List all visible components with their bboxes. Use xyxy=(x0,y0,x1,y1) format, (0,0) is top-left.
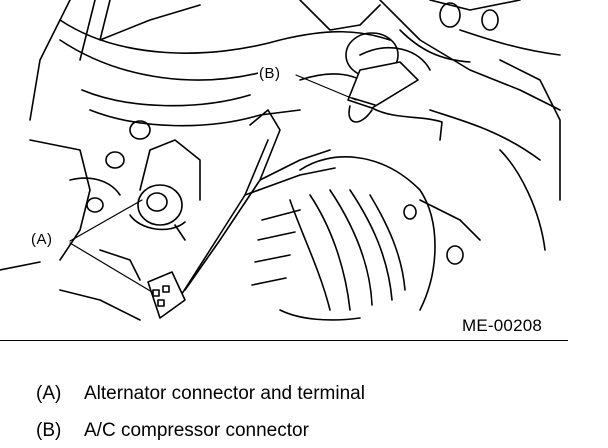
legend-key: (A) xyxy=(36,383,62,404)
callout-label-a: (A) xyxy=(30,231,54,248)
ac-compressor-connector-drawing xyxy=(345,32,443,141)
callout-leader-lines xyxy=(69,74,357,293)
engine-structure-lines xyxy=(29,0,561,265)
legend-text: Alternator connector and terminal xyxy=(84,383,365,404)
legend-item-b: (B) A/C compressor connector xyxy=(36,420,309,442)
legend-item-a: (A) Alternator connector and terminal xyxy=(36,383,365,405)
legend-key: (B) xyxy=(36,420,62,441)
figure-id: ME-00208 xyxy=(462,316,543,335)
alternator-body-drawing xyxy=(251,156,436,321)
alternator-connector-drawing xyxy=(147,271,186,319)
divider xyxy=(0,340,568,341)
alternator-terminal-drawing xyxy=(129,139,201,241)
legend-text: A/C compressor connector xyxy=(84,420,309,441)
engine-bay-illustration xyxy=(0,0,561,321)
wire-harness-lines xyxy=(177,109,336,301)
mount-bracket-lines xyxy=(0,120,151,321)
callout-label-b: (B) xyxy=(258,65,282,82)
